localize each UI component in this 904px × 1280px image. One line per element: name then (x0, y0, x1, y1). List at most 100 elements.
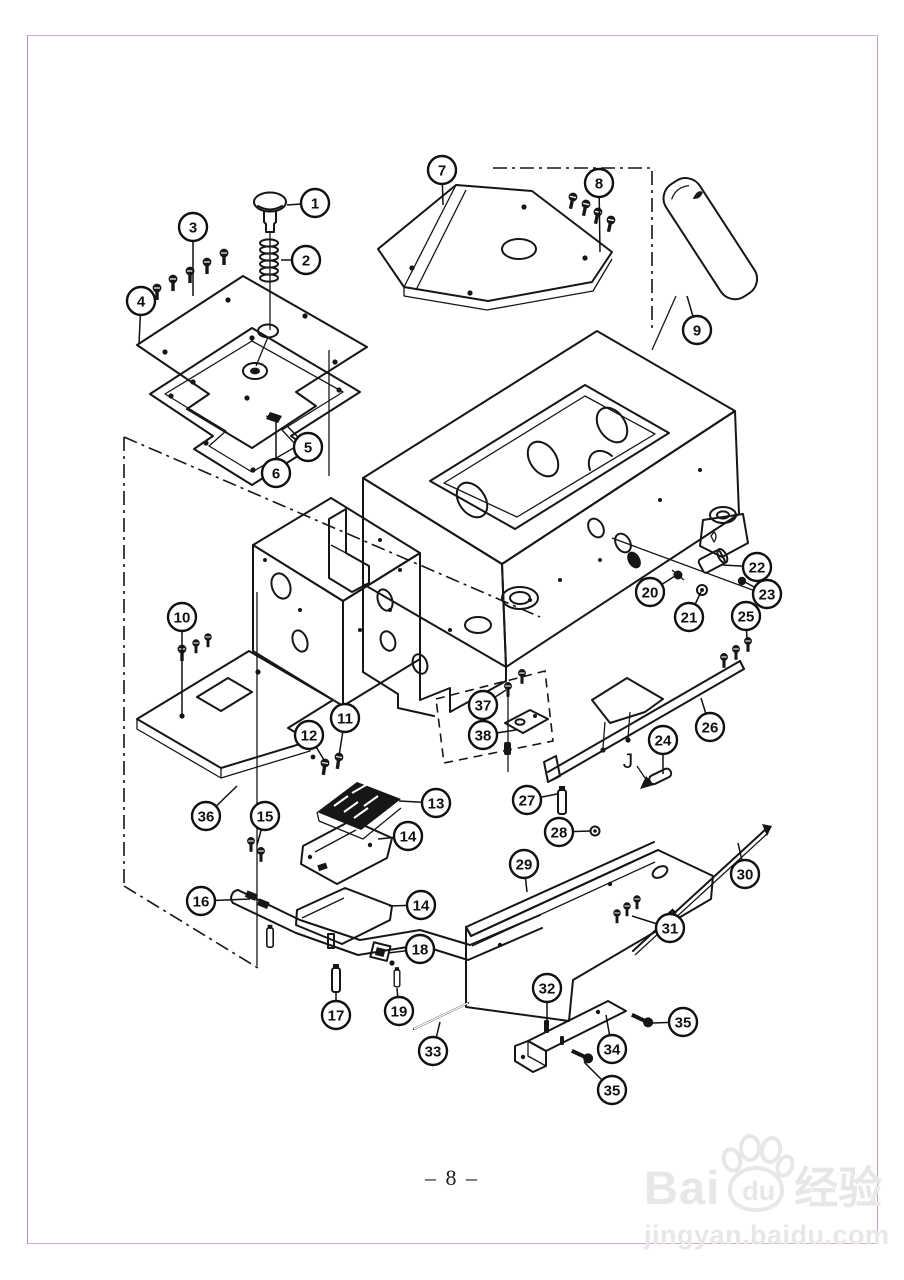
svg-text:27: 27 (519, 792, 536, 809)
callout-23: 23 (742, 578, 783, 610)
svg-text:12: 12 (301, 727, 318, 744)
callout-2: 2 (281, 244, 322, 276)
svg-text:22: 22 (749, 559, 766, 576)
table-plate-36 (136, 650, 334, 779)
watermark-du-text: du (742, 1176, 776, 1206)
callout-7: 7 (426, 154, 458, 206)
callout-10: 10 (166, 601, 198, 714)
nut-28 (589, 825, 601, 837)
callout-1: 1 (286, 187, 331, 219)
clip-6 (266, 412, 282, 423)
callout-34: 34 (596, 1014, 628, 1065)
svg-text:4: 4 (137, 293, 146, 310)
callout-11: 11 (329, 702, 361, 757)
callout-35: 35 (583, 1061, 628, 1106)
watermark-url: jingyan.baidu.com (644, 1220, 890, 1250)
pin-27 (557, 785, 567, 815)
callout-19: 19 (383, 987, 415, 1027)
svg-text:6: 6 (272, 465, 280, 482)
svg-text:28: 28 (551, 824, 568, 841)
svg-text:14: 14 (413, 897, 430, 914)
callout-38: 38 (467, 719, 517, 751)
callout-3: 3 (177, 211, 209, 296)
callout-28: 28 (543, 816, 591, 848)
callout-36: 36 (190, 785, 238, 832)
watermark-jingyan-cjk: 经验 (794, 1164, 883, 1213)
callout-35: 35 (651, 1006, 699, 1038)
svg-text:3: 3 (189, 219, 197, 236)
svg-text:35: 35 (675, 1014, 692, 1031)
svg-text:16: 16 (193, 893, 210, 910)
frame-base (230, 836, 543, 993)
svg-text:9: 9 (693, 322, 701, 339)
svg-text:15: 15 (257, 808, 274, 825)
callout-31: 31 (631, 912, 686, 944)
svg-text:8: 8 (595, 175, 603, 192)
svg-text:23: 23 (759, 586, 776, 603)
callout-32: 32 (531, 972, 563, 1024)
svg-text:36: 36 (198, 808, 215, 825)
svg-text:18: 18 (412, 941, 429, 958)
svg-text:10: 10 (174, 609, 191, 626)
callout-12: 12 (293, 719, 325, 761)
screw-set-8 (565, 191, 617, 234)
svg-text:7: 7 (438, 162, 446, 179)
callout-29: 29 (508, 848, 540, 893)
clamp-18 (369, 941, 395, 966)
callout-21: 21 (673, 591, 705, 633)
callout-4: 4 (125, 285, 157, 345)
callout-9: 9 (681, 295, 713, 346)
svg-text:5: 5 (304, 439, 312, 456)
svg-text:24: 24 (655, 732, 672, 749)
construction-lines (123, 167, 759, 969)
cover-plate-7 (377, 184, 613, 311)
svg-text:37: 37 (475, 697, 492, 714)
svg-text:32: 32 (539, 980, 556, 997)
bracket-14-upper (300, 819, 393, 885)
svg-text:17: 17 (328, 1007, 345, 1024)
page-number: – 8 – (425, 1165, 479, 1190)
block-34 (514, 1000, 627, 1073)
svg-text:2: 2 (302, 252, 310, 269)
svg-text:30: 30 (737, 866, 754, 883)
baidu-jingyan-watermark: Bai du 经验 jingyan.baidu.com (644, 1134, 894, 1251)
callout-14: 14 (388, 889, 437, 921)
callout-25: 25 (730, 600, 762, 641)
callout-17: 17 (320, 992, 352, 1031)
bar-26 (543, 636, 753, 783)
svg-text:34: 34 (604, 1041, 621, 1058)
callout-20: 20 (634, 575, 676, 608)
svg-text:13: 13 (428, 795, 445, 812)
svg-text:11: 11 (337, 710, 353, 727)
callout-16: 16 (185, 885, 251, 917)
screws-11-12 (318, 751, 345, 777)
callout-26: 26 (694, 697, 726, 743)
svg-text:31: 31 (662, 920, 679, 937)
callout-24: 24 (647, 724, 679, 774)
screw-set-31 (612, 894, 642, 924)
svg-text:38: 38 (475, 727, 492, 744)
paw-icon: du (718, 1134, 795, 1218)
callout-22: 22 (722, 551, 773, 583)
parts-37-38 (503, 668, 549, 772)
bar-29 (465, 841, 714, 1022)
callout-27: 27 (511, 784, 558, 816)
callout-6: 6 (260, 420, 292, 489)
rod-33 (413, 1002, 469, 1030)
plate-4 (136, 275, 368, 449)
svg-text:26: 26 (702, 719, 719, 736)
hardware-20-23 (671, 531, 747, 596)
callout-13: 13 (398, 787, 452, 819)
svg-text:14: 14 (400, 828, 417, 845)
svg-text:25: 25 (738, 608, 755, 625)
callout-14: 14 (377, 820, 424, 852)
svg-text:29: 29 (516, 856, 533, 873)
svg-text:35: 35 (604, 1082, 621, 1099)
j-hook-label: J (623, 750, 634, 773)
svg-text:1: 1 (311, 195, 319, 212)
callout-18: 18 (387, 933, 436, 965)
callout-8: 8 (583, 167, 615, 253)
svg-text:33: 33 (425, 1043, 442, 1060)
svg-text:19: 19 (391, 1003, 408, 1020)
